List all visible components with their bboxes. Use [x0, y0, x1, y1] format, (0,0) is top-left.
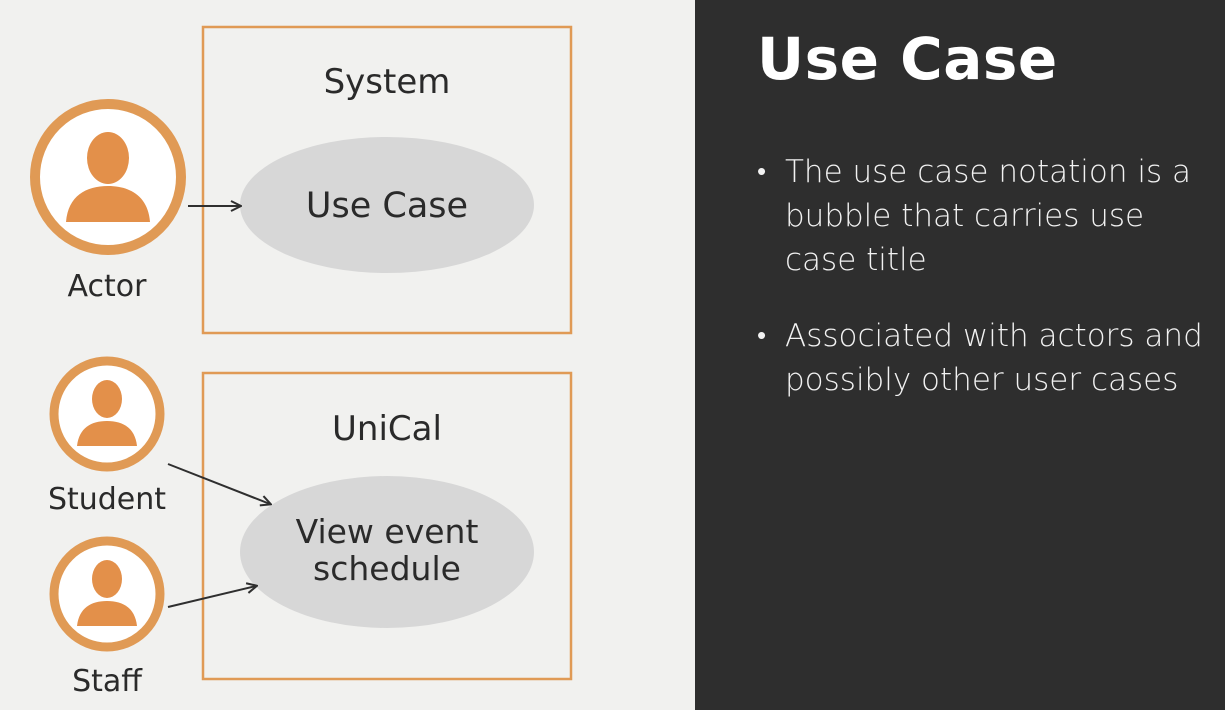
view-event-schedule-line2: schedule — [313, 549, 461, 588]
unical-system-boundary — [201, 371, 573, 681]
view-event-schedule-line1: View event — [296, 512, 479, 551]
use-case-label: Use Case — [306, 186, 468, 226]
system-boundary — [201, 25, 573, 335]
diagram-panel: System Use Case Actor UniCal View event … — [30, 25, 573, 699]
bullet-dot-icon: • — [757, 321, 767, 351]
use-case-bubble — [240, 137, 534, 273]
use-case-diagram: System Use Case Actor UniCal View event … — [30, 25, 573, 699]
actor-label: Actor — [68, 269, 148, 304]
staff-association-arrow — [167, 586, 256, 608]
student-label: Student — [48, 482, 166, 517]
student-actor-icon — [49, 356, 165, 472]
bullet-list: • The use case notation is a bubble that… — [755, 150, 1215, 434]
actor-person-icon — [30, 99, 186, 255]
bullet-item: • The use case notation is a bubble that… — [755, 150, 1215, 282]
bullet-text: Associated with actors and possibly othe… — [785, 318, 1203, 398]
staff-actor-icon — [49, 536, 165, 652]
slide-text-panel: Use Case • The use case notation is a bu… — [695, 0, 1225, 710]
bullet-dot-icon: • — [757, 157, 767, 187]
unical-system-title: UniCal — [332, 409, 442, 449]
bullet-item: • Associated with actors and possibly ot… — [755, 314, 1215, 402]
student-association-arrow — [167, 463, 270, 504]
system-title: System — [324, 62, 451, 102]
staff-label: Staff — [72, 664, 143, 699]
slide-title: Use Case — [757, 25, 1058, 93]
bullet-text: The use case notation is a bubble that c… — [785, 154, 1191, 278]
view-event-schedule-bubble — [240, 476, 534, 628]
